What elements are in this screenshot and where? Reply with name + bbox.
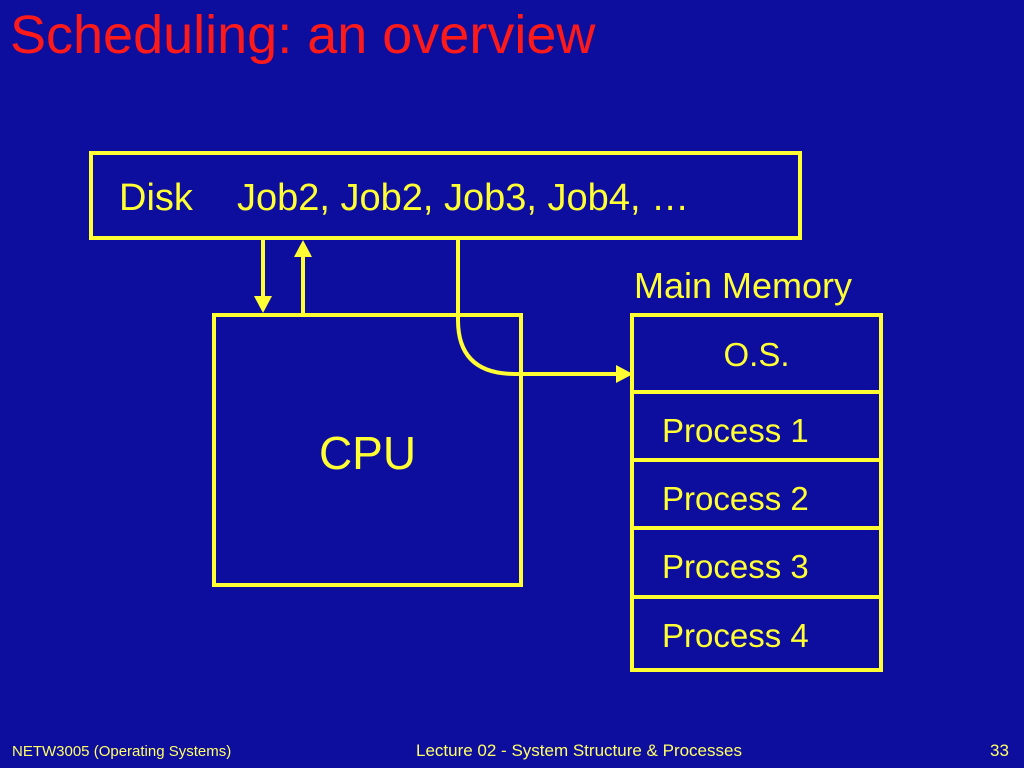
arrowhead-up bbox=[294, 240, 312, 257]
memory-divider bbox=[634, 458, 879, 462]
disk-box bbox=[89, 151, 802, 240]
memory-divider bbox=[634, 526, 879, 530]
memory-divider bbox=[634, 390, 879, 394]
disk-to-memory-arrow bbox=[456, 240, 618, 376]
memory-os-partition: O.S. bbox=[723, 336, 790, 373]
main-memory-heading: Main Memory bbox=[634, 265, 853, 306]
memory-process-4: Process 4 bbox=[662, 617, 809, 654]
disk-label: Disk bbox=[119, 177, 193, 219]
cpu-box bbox=[212, 313, 523, 587]
footer-course: NETW3005 (Operating Systems) bbox=[12, 743, 232, 760]
memory-process-3: Process 3 bbox=[662, 548, 809, 585]
memory-process-2: Process 2 bbox=[662, 480, 809, 517]
memory-process-1: Process 1 bbox=[662, 412, 809, 449]
footer-lecture: Lecture 02 - System Structure & Processe… bbox=[416, 741, 742, 760]
cpu-label: CPU bbox=[318, 427, 417, 479]
arrowhead-right bbox=[616, 365, 633, 383]
memory-divider bbox=[634, 595, 879, 599]
disk-job-queue: Job2, Job2, Job3, Job4, … bbox=[237, 177, 690, 219]
main-memory-box bbox=[630, 313, 883, 672]
footer-page-number: 33 bbox=[990, 741, 1009, 760]
slide-title: Scheduling: an overview bbox=[10, 5, 596, 65]
arrowhead-down bbox=[254, 296, 272, 313]
